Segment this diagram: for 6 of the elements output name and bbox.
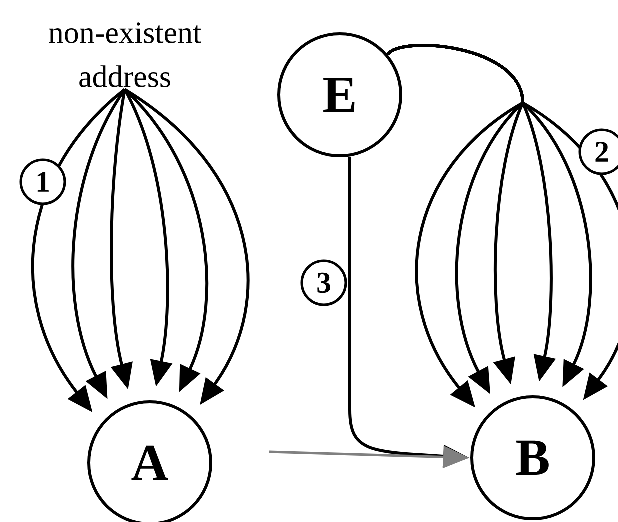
circle-node: B bbox=[470, 396, 596, 520]
edge-label: 3 bbox=[300, 260, 348, 306]
edge-label: 2 bbox=[578, 128, 618, 176]
circle-node: E bbox=[278, 32, 402, 158]
node-text: non-existent address bbox=[49, 22, 202, 88]
edge-label: 1 bbox=[20, 158, 66, 206]
